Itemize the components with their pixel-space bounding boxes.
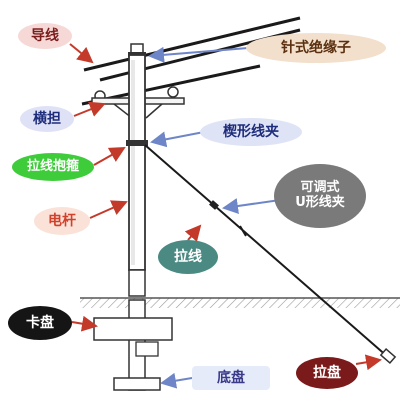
label-chuck-plate: 卡盘 <box>8 306 72 340</box>
label-adjustable-line2: U形线夹 <box>295 195 345 210</box>
pointer-arrows <box>69 43 382 389</box>
ground <box>80 297 400 308</box>
conductor-lines <box>81 16 301 106</box>
label-wedge-clamp: 楔形线夹 <box>200 118 302 146</box>
guy-wire-hoop <box>126 140 148 146</box>
label-adjustable-u-clamp: 可调式 U形线夹 <box>274 164 366 228</box>
label-pole: 电杆 <box>34 207 90 235</box>
label-guy-wire: 拉线 <box>158 240 218 274</box>
label-conductor: 导线 <box>18 23 72 49</box>
guy-wire <box>144 144 397 365</box>
label-anchor-plate: 拉盘 <box>296 357 358 389</box>
label-guy-hoop: 拉线抱箍 <box>12 153 94 181</box>
label-adjustable-line1: 可调式 <box>300 180 340 196</box>
chuck-plate <box>93 317 173 357</box>
label-base-plate: 底盘 <box>192 366 270 390</box>
label-cross-arm: 横担 <box>20 106 74 132</box>
label-pin-insulator: 针式绝缘子 <box>246 33 386 63</box>
base-plate <box>113 377 161 391</box>
